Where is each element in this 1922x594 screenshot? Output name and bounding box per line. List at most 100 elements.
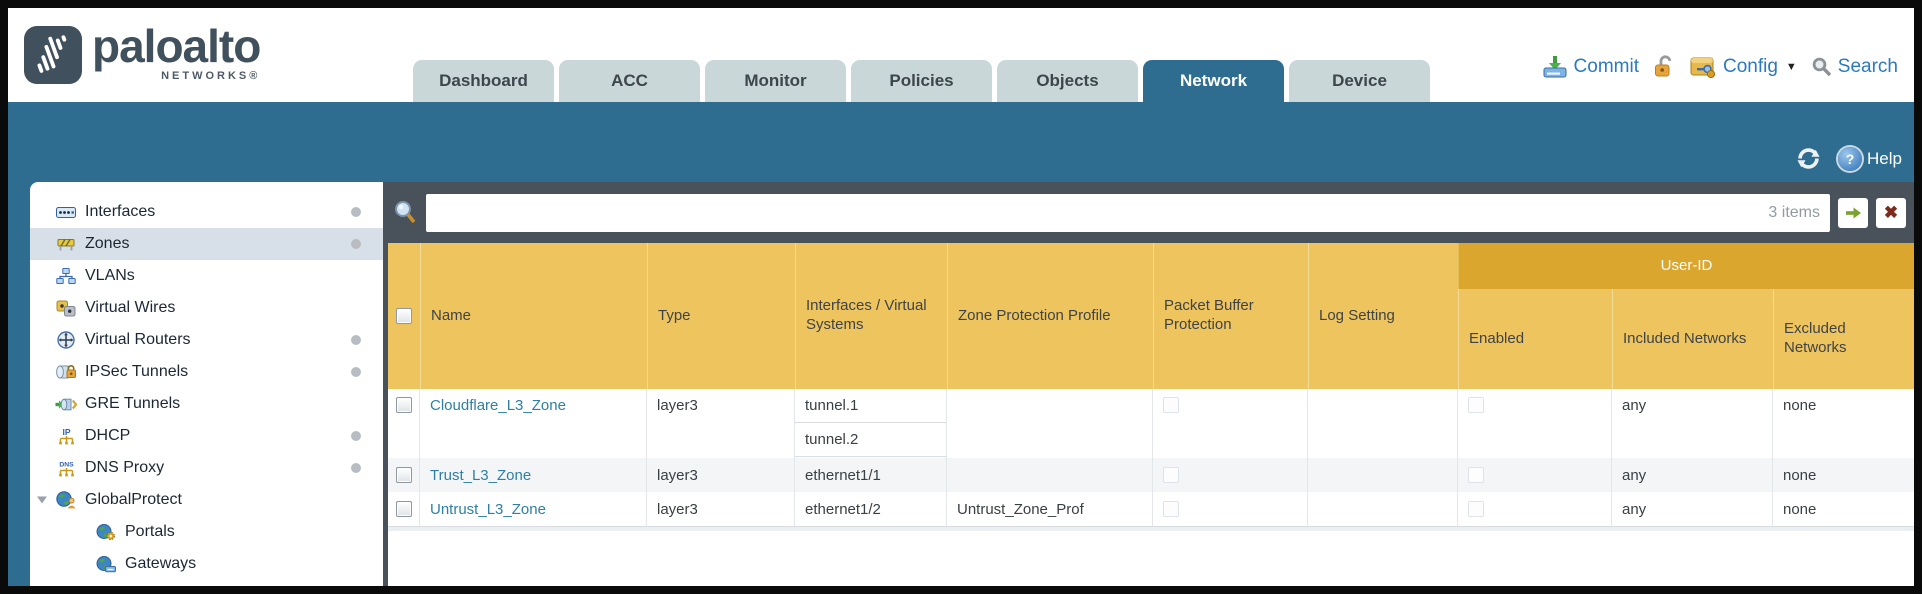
sidebar-item-label: Zones [85,235,130,252]
search-button[interactable]: Search [1811,56,1898,78]
search-label: Search [1837,55,1898,77]
col-header-packet-buffer-protection[interactable]: Packet Buffer Protection [1153,243,1308,389]
top-header-bar: paloalto NETWORKS® Dashboard ACC Monitor… [8,8,1914,102]
help-button[interactable]: ? Help [1838,146,1902,171]
tab-objects[interactable]: Objects [997,60,1138,102]
tab-network[interactable]: Network [1143,60,1284,102]
svg-text:IP: IP [62,427,70,437]
zones-content: 3 items ✖ Name Type Interfaces / Virtual… [388,182,1914,586]
row-checkbox[interactable] [395,467,412,483]
apply-filter-button[interactable] [1838,197,1868,228]
status-dot [351,207,361,217]
col-header-enabled[interactable]: Enabled [1458,289,1612,389]
select-all-checkbox[interactable] [396,308,412,324]
sidebar-item-virtual-wires[interactable]: Virtual Wires [30,292,383,324]
tab-device[interactable]: Device [1289,60,1430,102]
zone-name-link[interactable]: Cloudflare_L3_Zone [430,397,566,414]
panos-webui: paloalto NETWORKS® Dashboard ACC Monitor… [8,8,1914,586]
cell-excluded-networks: none [1783,500,1817,518]
cell-zone-protection-profile [947,389,1153,458]
packet-buffer-checkbox[interactable] [1163,501,1179,517]
commit-icon [1543,55,1567,77]
packet-buffer-checkbox[interactable] [1163,467,1179,483]
col-header-name[interactable]: Name [420,243,647,389]
sidebar-item-label: Gateways [125,555,197,572]
status-dot [351,431,361,441]
cell-included-networks: any [1612,492,1773,526]
sidebar-item-virtual-routers[interactable]: Virtual Routers [30,324,383,356]
cell-name: Cloudflare_L3_Zone [420,389,647,458]
cell-packet-buffer [1153,458,1308,492]
sidebar-item-globalprotect[interactable]: GlobalProtect [30,484,383,516]
sidebar-item-gateways[interactable]: Gateways [30,548,383,580]
status-dot [351,239,361,249]
col-header-zone-protection-profile[interactable]: Zone Protection Profile [947,243,1153,389]
sidebar-item-dhcp[interactable]: IP DHCP [30,420,383,452]
cell-interfaces: tunnel.1 tunnel.2 [795,389,947,458]
filter-input[interactable] [426,193,1769,232]
lock-button[interactable] [1653,54,1675,79]
tab-policies[interactable]: Policies [851,60,992,102]
tab-dashboard[interactable]: Dashboard [413,60,554,102]
sidebar-item-label: DNS Proxy [85,459,165,476]
row-select-cell [388,389,420,458]
sidebar-item-ipsec-tunnels[interactable]: IPSec Tunnels [30,356,383,388]
sidebar-item-label: GlobalProtect [85,491,182,508]
brand-sub: NETWORKS® [161,70,261,82]
interface-entry: tunnel.2 [795,423,946,457]
row-select-cell [388,458,420,492]
col-group-user-id: User-ID [1458,243,1914,289]
col-header-type[interactable]: Type [647,243,795,389]
sidebar-item-zones[interactable]: Zones [30,228,383,260]
dhcp-icon: IP [55,427,77,445]
tab-monitor[interactable]: Monitor [705,60,846,102]
filter-toolbar: 3 items ✖ [388,182,1914,243]
cell-log-setting [1308,458,1458,492]
config-menu-button[interactable]: Config ▼ [1689,55,1797,79]
packet-buffer-checkbox[interactable] [1163,397,1179,413]
cell-included-networks: any [1612,389,1773,458]
zone-name-link[interactable]: Untrust_L3_Zone [430,500,546,518]
sidebar-item-gre-tunnels[interactable]: GRE Tunnels [30,388,383,420]
virtual-wires-icon [55,299,77,317]
portals-icon [95,523,117,541]
col-header-included-networks[interactable]: Included Networks [1612,289,1773,389]
sidebar-item-vlans[interactable]: VLANs [30,260,383,292]
cell-packet-buffer [1153,389,1308,458]
row-select-cell [388,492,420,526]
sidebar-item-label: DHCP [85,427,131,444]
tab-acc[interactable]: ACC [559,60,700,102]
enabled-checkbox[interactable] [1468,501,1484,517]
vlans-icon [55,267,77,285]
row-checkbox[interactable] [395,397,412,413]
left-gutter [8,182,30,586]
col-header-log-setting[interactable]: Log Setting [1308,243,1458,389]
row-checkbox[interactable] [395,501,412,517]
filter-search-icon [392,200,418,226]
sidebar-item-interfaces[interactable]: Interfaces [30,196,383,228]
cell-type: layer3 [647,492,795,526]
table-row-trust: Trust_L3_Zone layer3 ethernet1/1 any non… [388,458,1914,492]
refresh-icon[interactable] [1795,145,1822,172]
cell-excluded-networks: none [1783,397,1817,414]
help-label: Help [1867,148,1902,168]
enabled-checkbox[interactable] [1468,397,1484,413]
zone-name-link[interactable]: Trust_L3_Zone [430,466,532,484]
expander-triangle-icon[interactable] [36,495,50,505]
sidebar-item-portals[interactable]: Portals [30,516,383,548]
sidebar-item-label: IPSec Tunnels [85,363,189,380]
sidebar-item-label: VLANs [85,267,135,284]
clear-filter-button[interactable]: ✖ [1876,197,1906,228]
cell-enabled [1458,492,1612,526]
enabled-checkbox[interactable] [1468,467,1484,483]
item-count: 3 items [1768,203,1820,221]
col-header-excluded-networks[interactable]: Excluded Networks [1773,289,1914,389]
cell-type: layer3 [647,389,795,458]
cell-zone-protection-profile: Untrust_Zone_Prof [947,492,1153,526]
commit-button[interactable]: Commit [1542,55,1639,79]
col-header-interfaces[interactable]: Interfaces / Virtual Systems [795,243,947,389]
paloalto-logo: paloalto NETWORKS® [24,16,261,84]
zones-table-header: Name Type Interfaces / Virtual Systems Z… [388,243,1914,389]
brand-wordmark: paloalto [92,20,261,72]
sidebar-item-dns-proxy[interactable]: DNS DNS Proxy [30,452,383,484]
